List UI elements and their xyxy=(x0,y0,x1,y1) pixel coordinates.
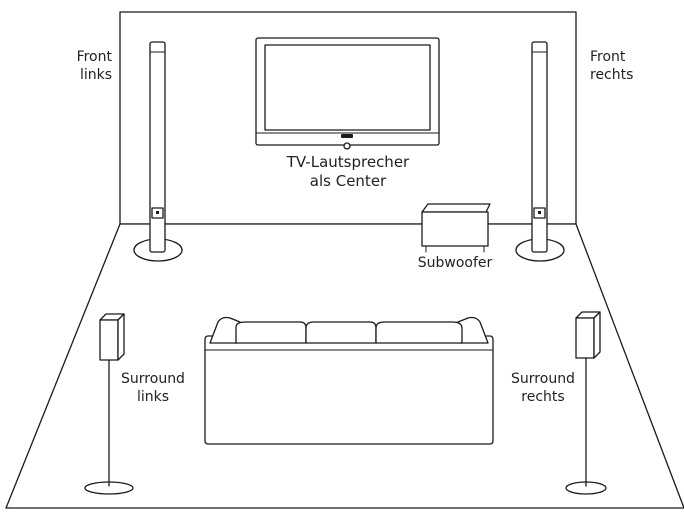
surround-right-speaker xyxy=(565,311,607,495)
label-front-left: Front links xyxy=(76,49,112,83)
subwoofer-box xyxy=(421,203,491,253)
label-center: TV-Lautsprecher als Center xyxy=(286,153,410,190)
front-left-speaker xyxy=(133,41,183,262)
surround-left-speaker xyxy=(84,313,134,495)
label-surround-left: Surround links xyxy=(121,371,185,405)
tv-screen xyxy=(255,37,440,150)
label-subwoofer: Subwoofer xyxy=(417,255,493,271)
label-front-right: Front rechts xyxy=(590,49,634,83)
front-right-speaker xyxy=(515,41,565,262)
label-surround-right: Surround rechts xyxy=(511,371,575,405)
sofa xyxy=(204,316,494,445)
